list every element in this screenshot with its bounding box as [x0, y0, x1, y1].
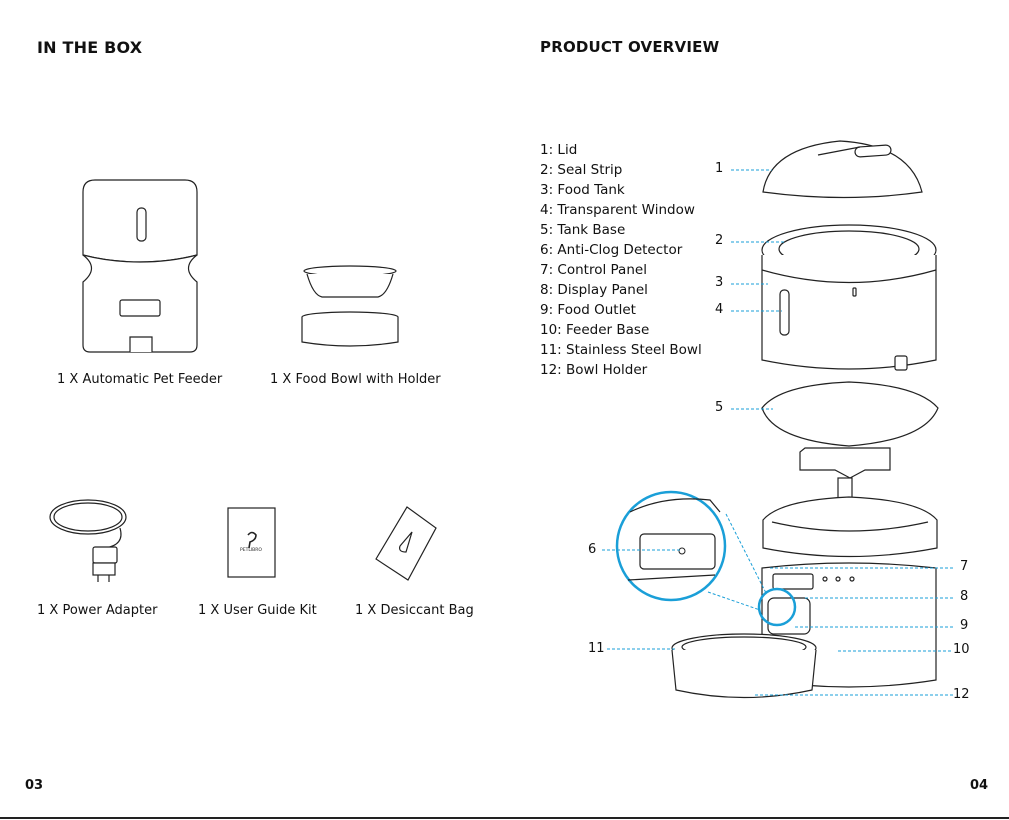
part-item: 1: Lid: [540, 142, 578, 158]
callout-3: 3: [715, 275, 724, 290]
callout-6: 6: [588, 542, 597, 557]
part-item: 11: Stainless Steel Bowl: [540, 342, 702, 358]
pet-feeder-icon: [82, 179, 198, 353]
part-item: 9: Food Outlet: [540, 302, 636, 318]
callout-10: 10: [953, 642, 970, 657]
leader-lines: [602, 169, 953, 696]
part-item: 6: Anti-Clog Detector: [540, 242, 683, 258]
user-guide-icon: [227, 507, 276, 578]
callout-4: 4: [715, 302, 724, 317]
callout-1: 1: [715, 161, 724, 176]
page-number-right: 04: [970, 778, 989, 793]
caption-food-bowl: 1 X Food Bowl with Holder: [270, 372, 441, 387]
callout-12: 12: [953, 687, 970, 702]
in-the-box-title: IN THE BOX: [37, 38, 143, 57]
food-bowl-icon: [301, 265, 399, 347]
product-overview-title: PRODUCT OVERVIEW: [540, 38, 720, 56]
guide-logo-text: PETLIBRO: [240, 547, 262, 553]
part-item: 2: Seal Strip: [540, 162, 623, 178]
parts-list: 1: Lid 2: Seal Strip 3: Food Tank 4: Tra…: [540, 140, 702, 380]
part-item: 8: Display Panel: [540, 282, 648, 298]
callout-2: 2: [715, 233, 724, 248]
part-item: 10: Feeder Base: [540, 322, 650, 338]
page-number-left: 03: [25, 778, 44, 793]
caption-desiccant-bag: 1 X Desiccant Bag: [355, 603, 474, 618]
product-exploded-view: [671, 140, 939, 699]
desiccant-bag-icon: [375, 506, 437, 581]
part-item: 12: Bowl Holder: [540, 362, 648, 378]
zoom-detail-circle: [615, 490, 797, 627]
caption-power-adapter: 1 X Power Adapter: [37, 603, 158, 618]
callout-11: 11: [588, 641, 605, 656]
callout-9: 9: [960, 618, 969, 633]
callout-5: 5: [715, 400, 724, 415]
caption-user-guide: 1 X User Guide Kit: [198, 603, 317, 618]
bottom-rule: [0, 817, 1009, 819]
part-item: 4: Transparent Window: [540, 202, 695, 218]
power-adapter-icon: [49, 499, 127, 582]
part-item: 3: Food Tank: [540, 182, 625, 198]
caption-pet-feeder: 1 X Automatic Pet Feeder: [57, 372, 223, 387]
part-item: 7: Control Panel: [540, 262, 647, 278]
callout-7: 7: [960, 559, 969, 574]
part-item: 5: Tank Base: [540, 222, 626, 238]
callout-8: 8: [960, 589, 969, 604]
